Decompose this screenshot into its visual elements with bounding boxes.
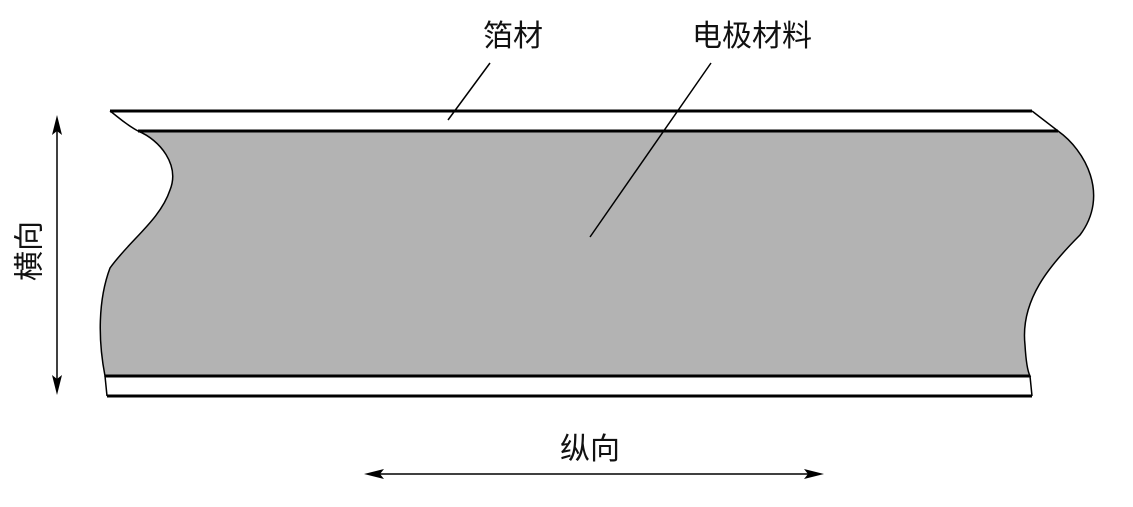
longitudinal-label: 纵向 (560, 432, 620, 467)
transverse-arrow-head-up (52, 115, 62, 135)
bottom-foil-right-edge (1029, 375, 1033, 397)
electrode-coating (99, 130, 1095, 377)
electrode-material-leader-line (589, 62, 712, 238)
transverse-label: 横向 (13, 221, 48, 281)
longitudinal-arrow-head-left (364, 469, 384, 479)
transverse-arrow-head-down (52, 375, 62, 395)
foil-label: 箔材 (483, 19, 543, 54)
top-foil-left-edge (109, 110, 139, 132)
longitudinal-arrow-head-right (804, 469, 824, 479)
foil-leader-line (447, 62, 491, 121)
bottom-foil-left-edge (104, 375, 108, 397)
top-foil-right-edge (1031, 110, 1059, 132)
electrode-material-label: 电极材料 (692, 19, 812, 54)
bottom-foil-strip (105, 376, 1032, 396)
top-foil-strip (110, 111, 1058, 131)
